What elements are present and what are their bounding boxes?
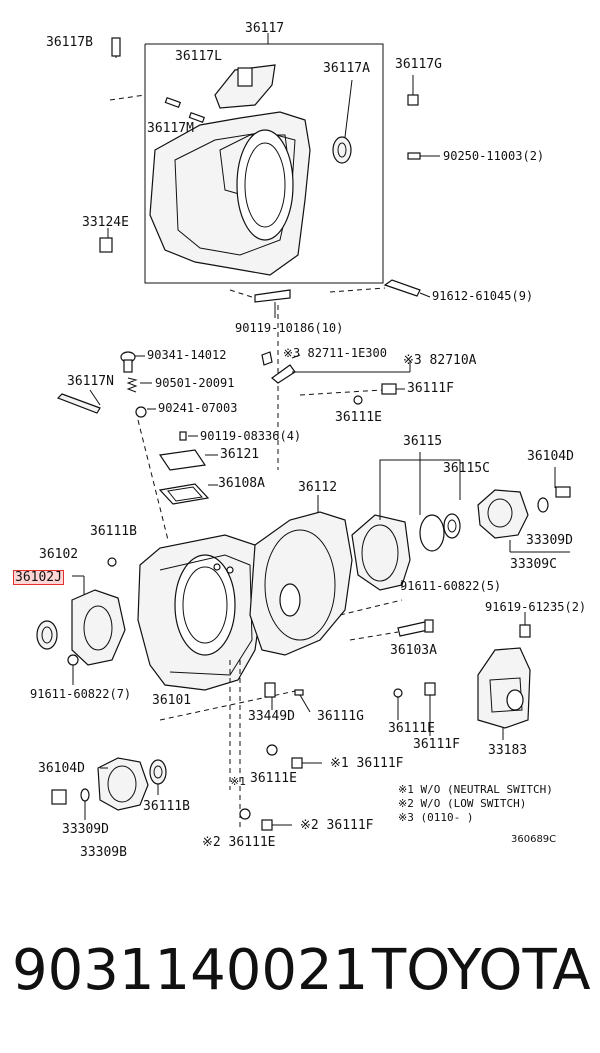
label-36111B-b: 36111B — [143, 799, 190, 814]
label-90119-10186: 90119-10186(10) — [235, 321, 344, 335]
note-low-switch: ※2 W/O (LOW SWITCH) — [398, 797, 527, 810]
label-36117N: 36117N — [67, 374, 114, 389]
label-36111B-a: 36111B — [90, 524, 137, 539]
label-36102J-highlighted[interactable]: 36102J — [13, 570, 64, 585]
label-36112: 36112 — [298, 480, 338, 495]
footer: 9031140021 TOYOTA — [0, 935, 600, 1015]
label-36117: 36117 — [245, 21, 285, 36]
label-36117G: 36117G — [395, 57, 442, 72]
label-90241: 90241-07003 — [158, 401, 238, 415]
note-neutral-switch: ※1 W/O (NEUTRAL SWITCH) — [398, 783, 553, 796]
part-number: 9031140021 — [12, 938, 369, 1003]
label-33309B: 33309B — [80, 845, 127, 860]
label-82711: ※3 82711-1E300 — [283, 346, 387, 360]
label-36117M: 36117M — [147, 121, 194, 136]
label-36111F-a: 36111F — [407, 381, 454, 396]
label-36111F-d: ※2 36111F — [300, 818, 374, 833]
label-36111E-b: 36111E — [388, 721, 435, 736]
label-36104D-a: 36104D — [527, 449, 574, 464]
label-36117A: 36117A — [323, 61, 370, 76]
label-36121: 36121 — [220, 447, 260, 462]
brand-name: TOYOTA — [372, 938, 591, 1003]
label-mark-1: ※1 — [230, 775, 246, 788]
label-36103A: 36103A — [390, 643, 437, 658]
drawing-code: 360689C — [511, 834, 557, 845]
label-36117B: 36117B — [46, 35, 93, 50]
label-33449D: 33449D — [248, 709, 295, 724]
label-36111G: 36111G — [317, 709, 364, 724]
label-33183: 33183 — [488, 743, 528, 758]
label-36111E-d: ※2 36111E — [202, 835, 276, 850]
label-36104D-b: 36104D — [38, 761, 85, 776]
note-date-range: ※3 (0110- ) — [398, 811, 474, 824]
label-36111F-b: 36111F — [413, 737, 460, 752]
label-36115: 36115 — [403, 434, 443, 449]
label-91611-60822-5: 91611-60822(5) — [400, 579, 502, 593]
label-90250: 90250-11003(2) — [443, 149, 545, 163]
label-36111F-c: ※1 36111F — [330, 756, 404, 771]
label-36101: 36101 — [152, 693, 192, 708]
label-36111E-a: 36111E — [335, 410, 382, 425]
label-36108A: 36108A — [218, 476, 265, 491]
label-36115C: 36115C — [443, 461, 490, 476]
label-91611-60822-7: 91611-60822(7) — [30, 687, 132, 701]
label-91612: 91612-61045(9) — [432, 289, 534, 303]
label-36111E-c: 36111E — [250, 771, 297, 786]
label-90341: 90341-14012 — [147, 348, 227, 362]
label-33309D-b: 33309D — [62, 822, 109, 837]
label-33124E: 33124E — [82, 215, 129, 230]
label-33309C: 33309C — [510, 557, 557, 572]
parts-diagram: 36117 36117B 36117L 36117A 36117G 36117M… — [13, 21, 587, 860]
label-91619: 91619-61235(2) — [485, 600, 587, 614]
label-82710A: ※3 82710A — [403, 353, 477, 368]
label-36117L: 36117L — [175, 49, 222, 64]
label-36102: 36102 — [39, 547, 79, 562]
label-33309D-a: 33309D — [526, 533, 573, 548]
label-90119-08336: 90119-08336(4) — [200, 429, 302, 443]
diagram-drawing — [36, 33, 571, 831]
label-90501: 90501-20091 — [155, 376, 235, 390]
